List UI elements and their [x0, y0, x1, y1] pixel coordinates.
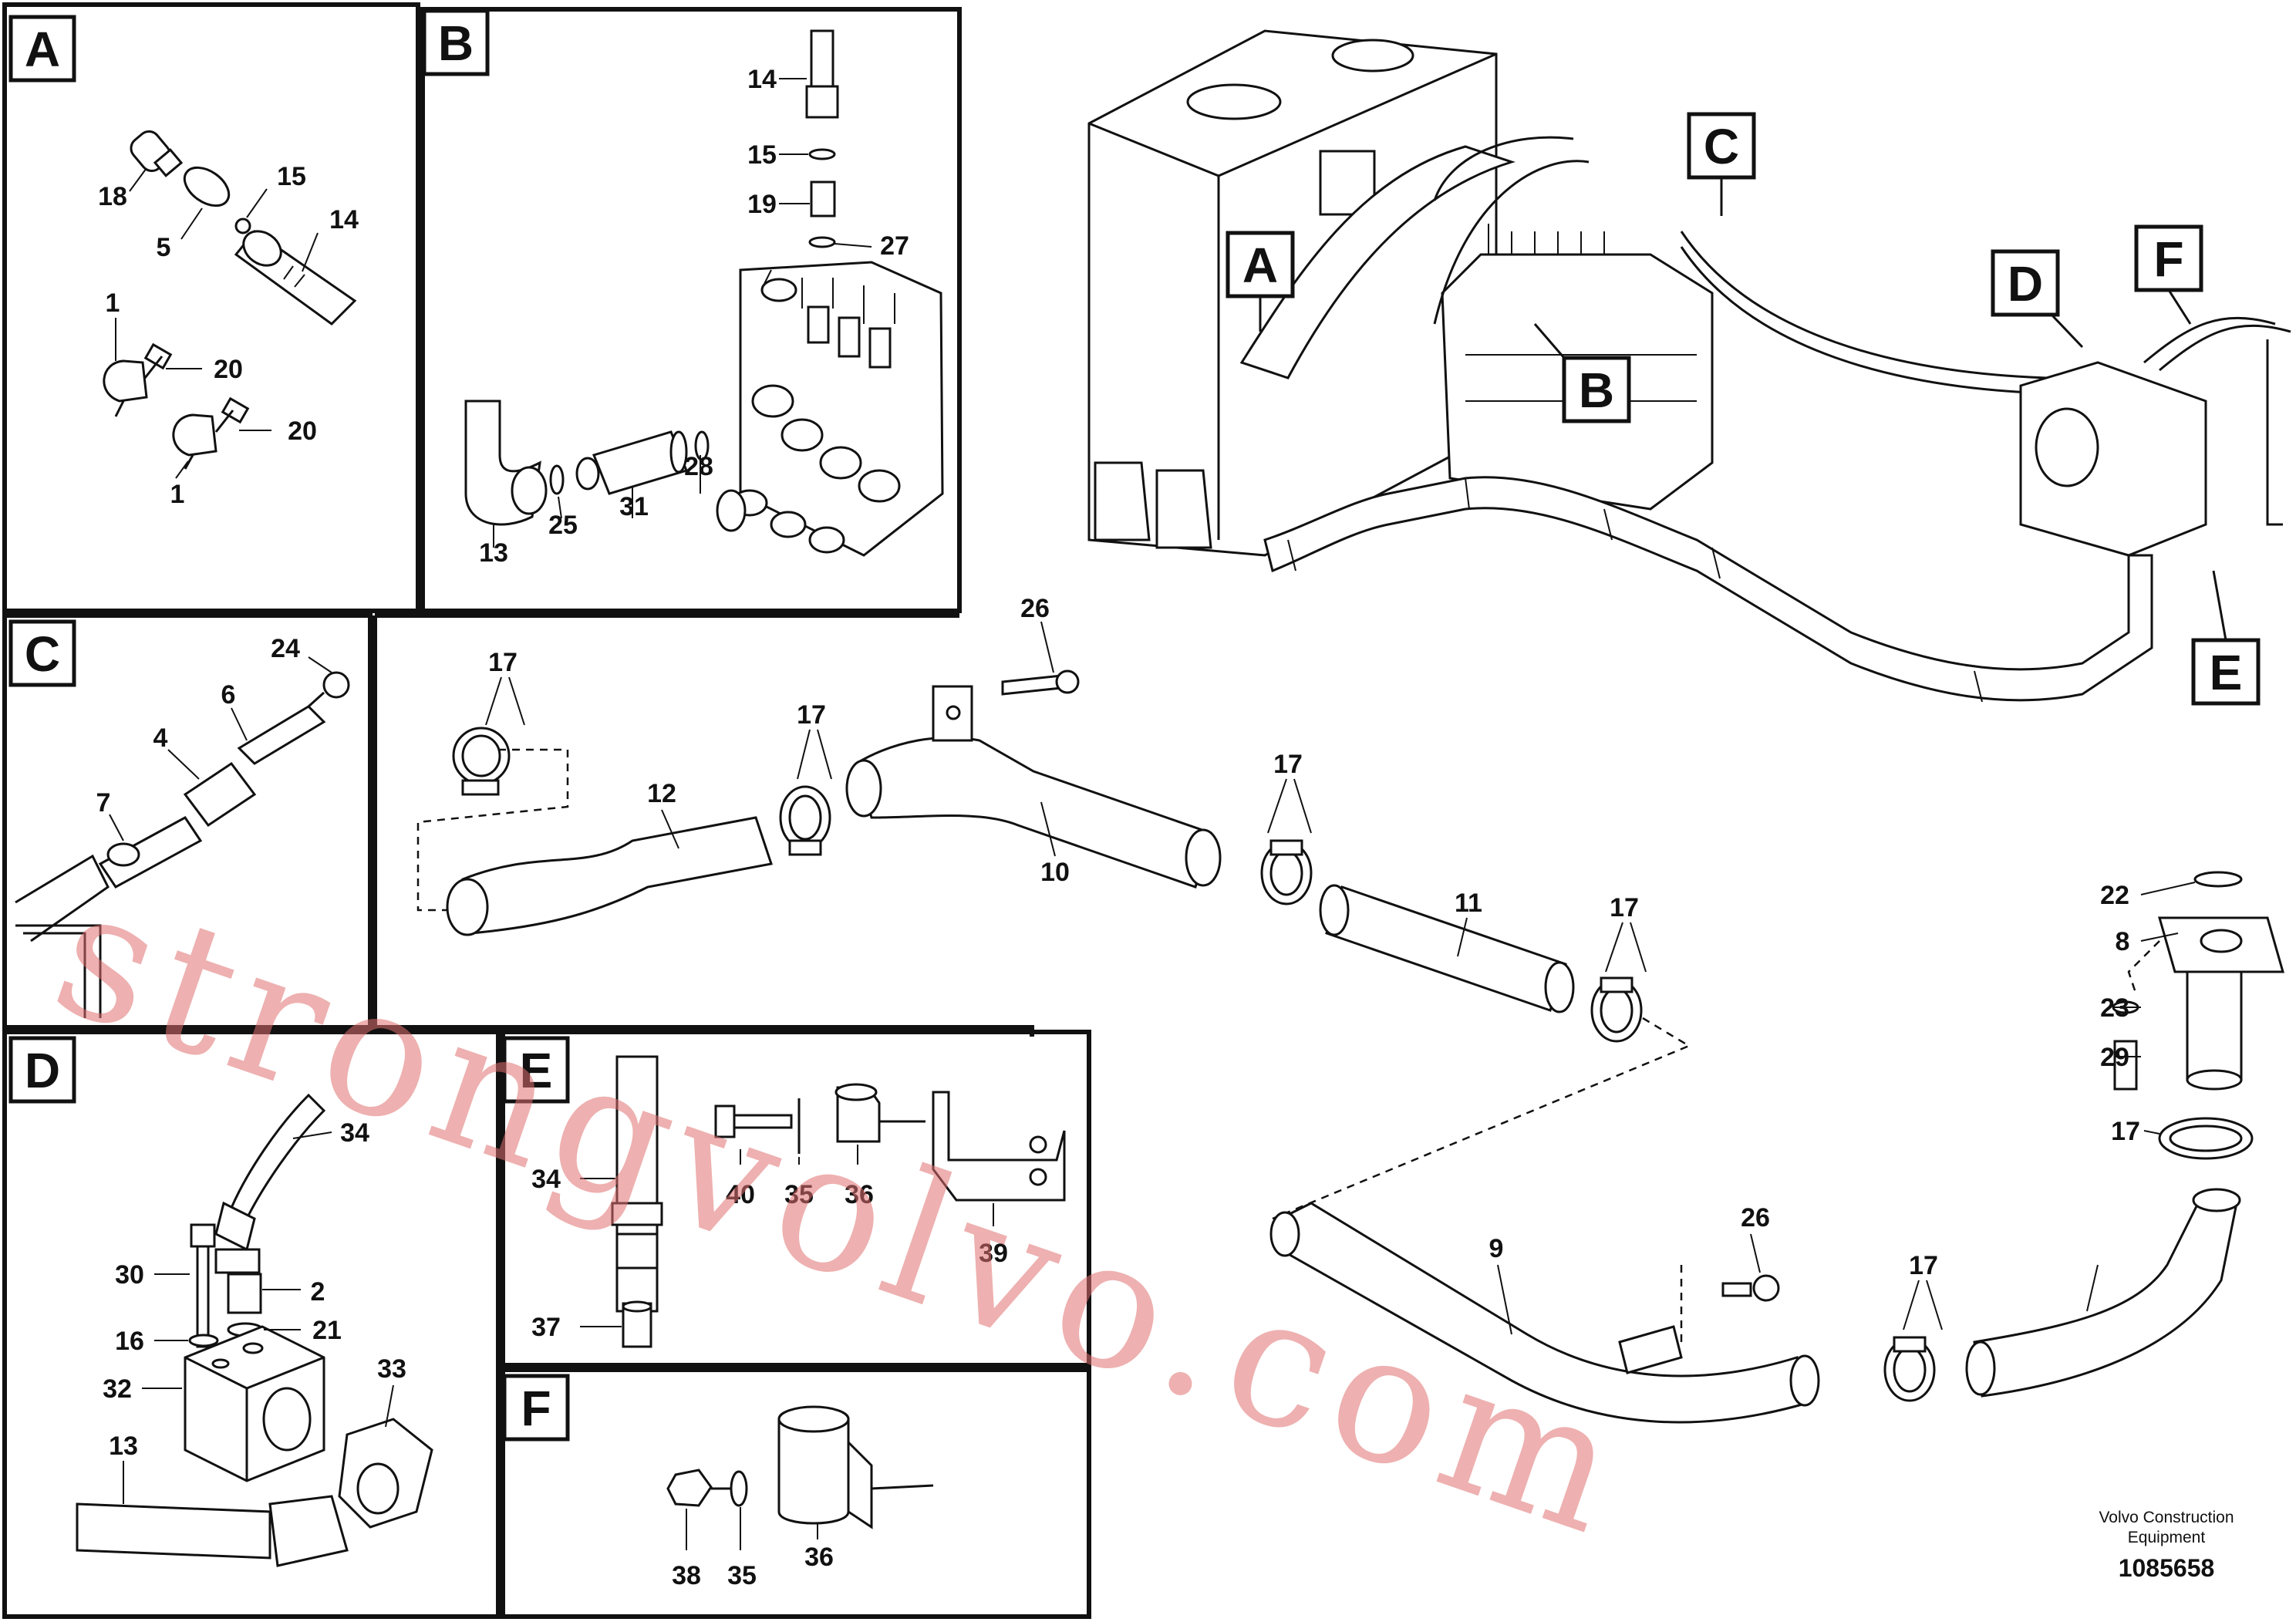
svg-text:17: 17	[1909, 1251, 1938, 1280]
panel-f-drawing	[666, 1405, 934, 1550]
panel-letter-e: E	[502, 1036, 570, 1104]
svg-text:28: 28	[684, 452, 713, 481]
svg-text:39: 39	[979, 1239, 1008, 1268]
svg-text:17: 17	[1273, 750, 1303, 779]
svg-text:A: A	[25, 22, 60, 77]
svg-text:A: A	[1242, 238, 1278, 293]
panel-a-drawing	[103, 130, 357, 479]
panel-letter-c: C	[8, 619, 76, 687]
svg-text:B: B	[1579, 363, 1614, 418]
svg-text:35: 35	[727, 1561, 757, 1590]
overview-callouts: A B C D F E	[1226, 112, 2261, 706]
svg-text:15: 15	[277, 162, 306, 191]
svg-text:F: F	[2153, 231, 2183, 287]
svg-text:37: 37	[531, 1313, 561, 1342]
svg-text:36: 36	[845, 1180, 874, 1209]
panel-c-drawing	[15, 656, 350, 1018]
main-assembly-drawing	[416, 621, 2284, 1424]
svg-text:4: 4	[153, 723, 168, 753]
svg-text:30: 30	[115, 1260, 144, 1290]
svg-text:E: E	[2210, 645, 2243, 700]
panel-letter-d: D	[8, 1036, 76, 1104]
svg-text:21: 21	[312, 1316, 342, 1345]
company-name-line1: Volvo Construction	[2099, 1509, 2234, 1526]
svg-text:12: 12	[647, 779, 676, 808]
svg-text:1: 1	[170, 480, 185, 509]
svg-text:7: 7	[96, 788, 111, 818]
svg-text:10: 10	[1040, 858, 1070, 887]
svg-text:15: 15	[747, 140, 777, 170]
svg-text:14: 14	[747, 65, 777, 94]
svg-text:32: 32	[103, 1374, 132, 1404]
panel-b-drawing	[464, 29, 944, 557]
panel-frames	[2, 2, 1091, 1619]
svg-text:35: 35	[784, 1180, 814, 1209]
svg-text:26: 26	[1020, 594, 1050, 623]
panel-letter-f: F	[502, 1374, 570, 1442]
svg-text:9: 9	[1489, 1234, 1504, 1263]
svg-text:34: 34	[340, 1118, 369, 1148]
svg-text:23: 23	[2100, 993, 2129, 1023]
panel-e-labels: 34 40 35 36 39 37	[531, 1165, 1008, 1342]
svg-text:C: C	[25, 626, 60, 682]
svg-text:24: 24	[271, 634, 300, 663]
svg-text:31: 31	[619, 492, 649, 521]
svg-text:25: 25	[548, 511, 578, 540]
panel-d-labels: 34 30 2 16 21 32 33 13	[103, 1118, 406, 1461]
panel-f-labels: 38 35 36	[672, 1543, 834, 1590]
svg-text:18: 18	[98, 182, 127, 211]
panel-e-drawing	[580, 1055, 1066, 1348]
svg-text:22: 22	[2100, 881, 2129, 910]
svg-text:11: 11	[1455, 889, 1482, 918]
svg-text:17: 17	[488, 648, 518, 677]
svg-text:8: 8	[2116, 927, 2130, 956]
svg-text:17: 17	[797, 700, 826, 730]
svg-text:16: 16	[115, 1327, 144, 1356]
svg-text:36: 36	[804, 1543, 834, 1572]
svg-text:19: 19	[747, 190, 777, 219]
svg-text:14: 14	[329, 205, 359, 234]
svg-text:F: F	[521, 1381, 551, 1436]
svg-text:1: 1	[106, 288, 120, 318]
svg-text:29: 29	[2100, 1043, 2129, 1072]
svg-text:C: C	[1704, 119, 1739, 174]
svg-text:40: 40	[726, 1180, 755, 1209]
panel-d-drawing	[76, 1093, 433, 1567]
svg-text:2: 2	[311, 1277, 325, 1307]
svg-text:D: D	[25, 1043, 60, 1098]
svg-text:27: 27	[880, 231, 909, 261]
svg-text:D: D	[2008, 256, 2043, 312]
svg-text:E: E	[520, 1043, 553, 1098]
drawing-number: 1085658	[2119, 1554, 2215, 1582]
svg-text:6: 6	[221, 680, 236, 710]
svg-text:13: 13	[109, 1431, 138, 1461]
panel-b-labels: 14 15 19 27 28 13 25 31	[479, 65, 909, 568]
svg-text:20: 20	[288, 416, 317, 446]
svg-text:13: 13	[479, 538, 508, 568]
panel-c-labels: 24 6 4 7	[96, 634, 300, 818]
svg-text:38: 38	[672, 1561, 701, 1590]
company-name-line2: Equipment	[2128, 1529, 2206, 1546]
svg-text:26: 26	[1741, 1203, 1770, 1233]
svg-text:20: 20	[214, 355, 243, 384]
svg-text:B: B	[438, 15, 474, 71]
svg-text:17: 17	[2111, 1117, 2140, 1146]
main-assembly-labels: 17 26 17 12 17 10 11 17 22 8 23 29 17 9 …	[488, 594, 2140, 1280]
panel-letter-b: B	[422, 8, 490, 76]
svg-text:33: 33	[377, 1354, 406, 1384]
footer-block: Volvo Construction Equipment 1085658	[2099, 1509, 2234, 1582]
svg-text:34: 34	[531, 1165, 561, 1194]
svg-text:5: 5	[157, 233, 171, 262]
svg-text:17: 17	[1610, 893, 1639, 922]
panel-letter-a: A	[8, 15, 76, 83]
panel-a-labels: 18 15 5 14 1 20 20 1	[98, 162, 359, 509]
